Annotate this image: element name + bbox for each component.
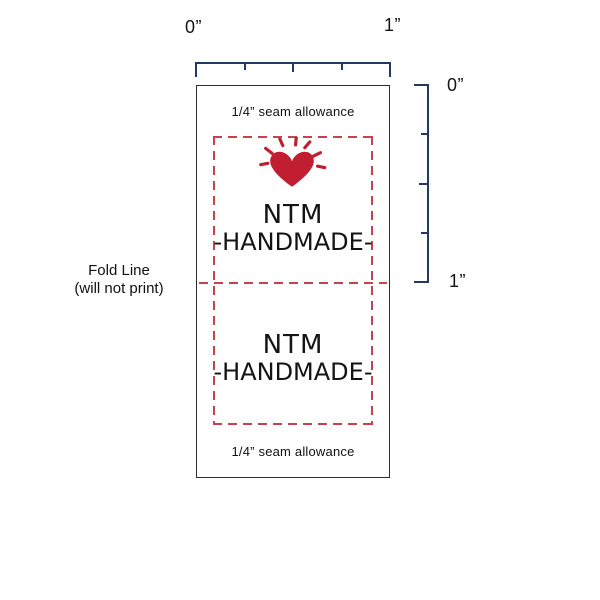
fold-line-note-line1: Fold Line bbox=[88, 262, 150, 279]
dashed-edge bbox=[371, 136, 373, 425]
seam-allowance-top-text: 1/4” seam allowance bbox=[231, 104, 355, 119]
ruler-tick bbox=[419, 182, 429, 185]
dashed-edge bbox=[213, 423, 373, 425]
ruler-tick bbox=[340, 62, 343, 70]
right-ruler-zero-label: 0” bbox=[447, 75, 465, 95]
label-outline: 1/4” seam allowance NTM -HANDMA bbox=[196, 85, 390, 478]
ruler-tick bbox=[243, 62, 246, 70]
ruler-tick bbox=[421, 231, 429, 234]
seam-allowance-bottom-text: 1/4” seam allowance bbox=[231, 444, 355, 459]
fold-line-note-line2: (will not print) bbox=[74, 280, 164, 297]
ruler-tick bbox=[414, 84, 429, 86]
heart-icon bbox=[259, 137, 327, 187]
ruler-tick bbox=[292, 62, 294, 72]
dashed-edge bbox=[213, 136, 373, 138]
top-ruler bbox=[195, 62, 391, 80]
ruler-tick bbox=[414, 281, 429, 283]
brand-name-back-line1: NTM bbox=[262, 330, 324, 360]
brand-name-back-line2: -HANDMADE- bbox=[213, 358, 373, 386]
seam-dashed-boundary bbox=[213, 136, 373, 425]
fold-dashed-line bbox=[199, 282, 387, 284]
dashed-edge bbox=[213, 136, 215, 425]
right-ruler-one-label: 1” bbox=[449, 271, 467, 291]
ruler-tick bbox=[195, 62, 197, 77]
ruler-tick bbox=[389, 62, 391, 77]
brand-name-front-line2: -HANDMADE- bbox=[213, 228, 373, 256]
ruler-tick bbox=[421, 133, 429, 136]
top-ruler-zero-label: 0” bbox=[185, 17, 203, 37]
right-ruler bbox=[413, 84, 429, 283]
brand-name-front-line1: NTM bbox=[262, 200, 324, 230]
fold-line-note: Fold Line (will not print) bbox=[48, 262, 190, 298]
top-ruler-one-label: 1” bbox=[384, 15, 402, 35]
